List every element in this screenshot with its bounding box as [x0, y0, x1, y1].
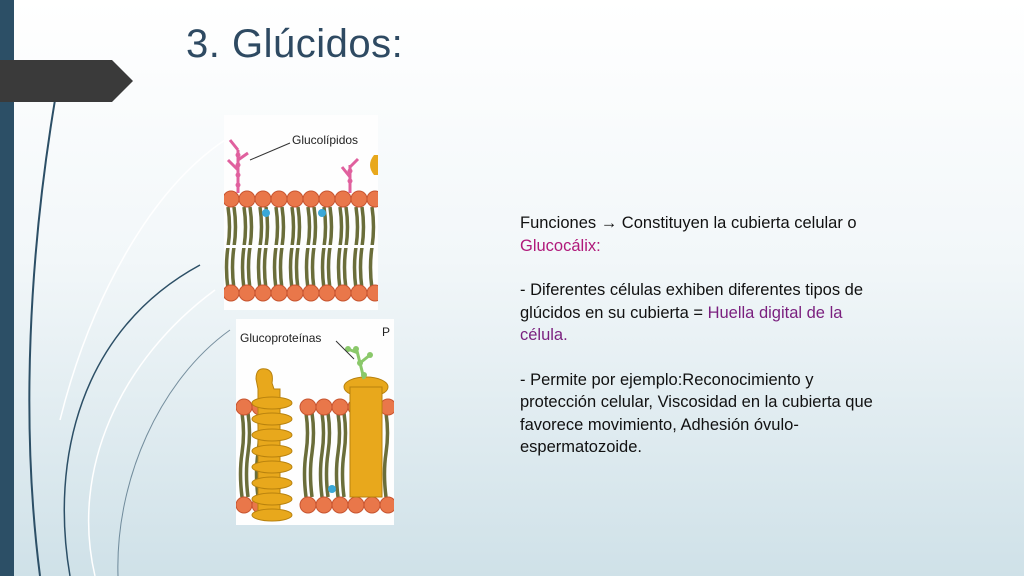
paragraph-fingerprint: - Diferentes células exhiben diferentes … — [520, 279, 880, 347]
fingerprint-text: - Diferentes células exhiben diferentes … — [520, 281, 864, 322]
decorative-swirl-lines — [28, 99, 231, 576]
glucocalix-highlight: Glucocálix: — [520, 236, 601, 255]
glycolipid-label: Glucolípidos — [292, 133, 359, 147]
title-arrow-banner — [0, 60, 133, 102]
slide-title: 3. Glúcidos: — [186, 22, 404, 66]
body-text-block: Funciones → Constituyen la cubierta celu… — [520, 212, 880, 481]
membrane-illustration-top — [224, 115, 378, 310]
glycoprotein-label-cut: P — [382, 325, 391, 339]
left-accent-bar — [0, 0, 14, 576]
paragraph-recognition: - Permite por ejemplo:Reconocimiento y p… — [520, 370, 873, 457]
glycoprotein-label: Glucoproteínas — [240, 331, 322, 345]
functions-prefix: Funciones — [520, 214, 601, 232]
glycolipid-membrane-figure: Glucolípidos — [224, 115, 378, 310]
fingerprint-highlight: Huella digital de la célula. — [520, 303, 843, 345]
paragraph-functions: Funciones → Constituyen la cubierta celu… — [520, 212, 880, 257]
functions-text: Constituyen la cubierta celular o — [617, 214, 857, 232]
right-arrow-icon: → — [600, 214, 618, 232]
membrane-illustration-bottom — [236, 319, 394, 525]
glycoprotein-membrane-figure: Glucoproteínas P — [236, 319, 394, 525]
